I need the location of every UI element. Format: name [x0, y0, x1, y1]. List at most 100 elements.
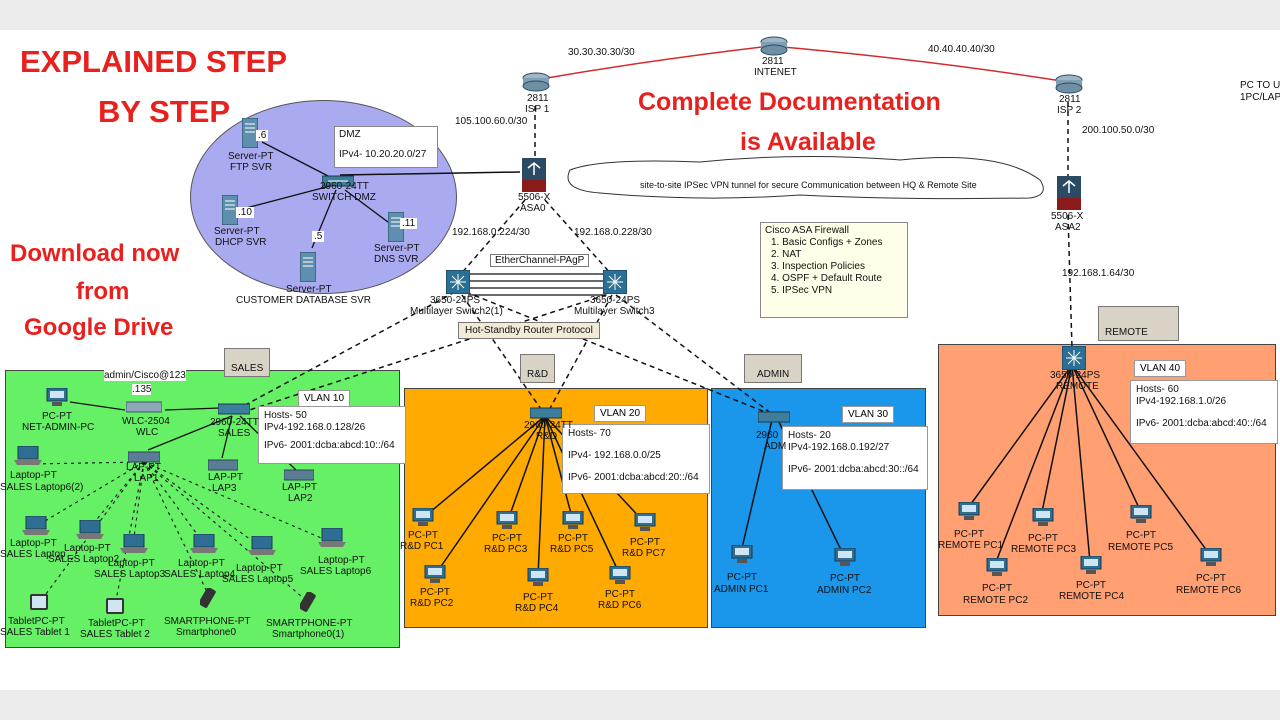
sales-laptop-icon[interactable]: [76, 519, 104, 545]
sales-laptop-sub: SALES Laptop2: [48, 554, 120, 565]
isp1-router-icon[interactable]: [522, 72, 550, 97]
db-name: Server-PT: [286, 284, 332, 295]
dmz-switch-sub: SWITCH DMZ: [312, 192, 376, 203]
remote-tag: REMOTE: [1098, 306, 1179, 341]
rd-pc-icon[interactable]: [496, 510, 518, 536]
link-asa2-remote: [1067, 214, 1073, 349]
remote-pc-name: PC-PT: [1076, 580, 1106, 591]
sales-smartphone-sub: Smartphone0: [176, 627, 237, 638]
vpn-tunnel-label: site-to-site IPSec VPN tunnel for secure…: [640, 180, 977, 190]
corner-line1: PC TO U: [1240, 80, 1280, 91]
sales-laptop-icon[interactable]: [190, 533, 218, 559]
sales-laptop-sub: SALES Laptop5: [222, 574, 294, 585]
remote-pc-icon[interactable]: [1032, 507, 1054, 533]
remote-pc-icon[interactable]: [1130, 504, 1152, 530]
remote-pc-name: PC-PT: [1196, 573, 1226, 584]
asa0-name: 5506-X: [518, 192, 551, 203]
admin-pc-sub: ADMIN PC2: [817, 585, 872, 596]
lap2-name: LAP-PT: [282, 482, 318, 493]
rd-pc-sub: R&D PC3: [484, 544, 528, 555]
ms1-name: 3650-24PS: [430, 295, 481, 306]
sales-tablet-icon[interactable]: [30, 594, 48, 615]
rd-pc-icon[interactable]: [424, 564, 446, 590]
sales-smartphone-icon[interactable]: [298, 591, 316, 621]
dns-ip: .11: [400, 218, 418, 229]
wlc-sub: WLC: [136, 427, 159, 438]
internet-router-icon[interactable]: [760, 36, 788, 61]
admin-switch-name: 2960: [756, 430, 779, 441]
dhcp-name: Server-PT: [214, 226, 260, 237]
sales-admin-note: admin/Cisco@123: [104, 370, 186, 381]
etherchannel-label: EtherChannel-PAgP: [490, 254, 590, 267]
ms2-sub: Multilayer Switch3: [574, 306, 655, 317]
rd-pc-icon[interactable]: [609, 565, 631, 591]
isp2-sub: ISP 2: [1057, 105, 1082, 116]
isp2-router-icon[interactable]: [1055, 74, 1083, 99]
sales-laptop-icon[interactable]: [318, 527, 346, 553]
rd-pc-icon[interactable]: [562, 510, 584, 536]
link-ms1-rd: [461, 294, 544, 413]
remote-pc-icon[interactable]: [1080, 555, 1102, 581]
rd-pc-icon[interactable]: [412, 507, 434, 533]
rd-pc-icon[interactable]: [634, 512, 656, 538]
sales-laptop-icon[interactable]: [22, 515, 50, 541]
sales-laptop-name: Laptop-PT: [64, 543, 111, 554]
rd-pc-sub: R&D PC7: [622, 548, 666, 559]
wlc-name: WLC-2504: [122, 416, 170, 427]
admin-pc-sub: ADMIN PC1: [714, 584, 769, 595]
rd-pc-sub: R&D PC6: [598, 600, 642, 611]
remote-pc-icon[interactable]: [1200, 547, 1222, 573]
remote-pc-icon[interactable]: [958, 501, 980, 527]
sales-laptop-icon[interactable]: [248, 535, 276, 561]
remote-pc-icon[interactable]: [986, 557, 1008, 583]
remote-pc-sub: REMOTE PC6: [1176, 585, 1242, 596]
sales-smartphone-sub: Smartphone0(1): [272, 629, 345, 640]
sales-laptop-icon[interactable]: [120, 533, 148, 559]
sales-tablet-icon[interactable]: [106, 598, 124, 619]
rd-vlan: VLAN 20: [594, 405, 647, 422]
remote-pc-sub: REMOTE PC4: [1059, 591, 1125, 602]
sales-laptop-name: Laptop-PT: [10, 538, 57, 549]
dmz-info-box: DMZ IPv4- 10.20.20.0/27: [334, 126, 438, 168]
rd-pc-sub: R&D PC5: [550, 544, 594, 555]
links-layer: [29, 45, 1211, 606]
sales-switch-sub: SALES: [218, 428, 251, 439]
internet-link-left: 30.30.30.30/30: [568, 47, 635, 58]
sales-laptop-icon[interactable]: [14, 445, 42, 471]
lap1-sub: LAP1: [134, 473, 159, 484]
remote-pc-name: PC-PT: [1126, 530, 1156, 541]
lap1-name: LAP-PT: [126, 462, 162, 473]
isp2-subnet: 200.100.50.0/30: [1082, 125, 1155, 136]
wireless-links: [29, 461, 327, 606]
sales-wlc-ip: .135: [132, 384, 152, 395]
admin-pc-icon[interactable]: [731, 544, 753, 570]
sales-laptop-sub: SALES Laptop6(2): [0, 482, 84, 493]
sales-vlan: VLAN 10: [298, 390, 351, 407]
dmz-tag: DMZ: [339, 129, 361, 140]
remote-pc-sub: REMOTE PC3: [1011, 544, 1077, 555]
rd-pc-icon[interactable]: [527, 567, 549, 593]
asa2-firewall-icon[interactable]: [1057, 176, 1081, 215]
db-sub: CUSTOMER DATABASE SVR: [236, 295, 372, 306]
sales-smartphone-icon[interactable]: [198, 587, 216, 617]
dns-sub: DNS SVR: [374, 254, 419, 265]
admin-switch-sub: ADM: [764, 441, 787, 452]
sales-tablet-sub: SALES Tablet 1: [0, 627, 70, 638]
admin-switch-icon[interactable]: [757, 410, 791, 429]
remote-vlan: VLAN 40: [1134, 360, 1187, 377]
link-ms1-admin: [465, 291, 771, 415]
db-server-icon[interactable]: [299, 251, 317, 287]
sales-ipv6: IPv6- 2001:dcba:abcd:10::/64: [264, 440, 395, 451]
asa-note-item-3: 3. Inspection Policies: [771, 261, 865, 272]
ms1-switch-icon[interactable]: [445, 269, 471, 299]
net-admin-pc-icon[interactable]: [46, 387, 68, 413]
sales-laptop-name: Laptop-PT: [178, 558, 225, 569]
internet-link-right: 40.40.40.40/30: [928, 44, 995, 55]
admin-pc-icon[interactable]: [834, 547, 856, 573]
asa0-firewall-icon[interactable]: [522, 158, 546, 197]
remote-pc-sub: REMOTE PC5: [1108, 542, 1174, 553]
remote-pc-name: PC-PT: [1028, 533, 1058, 544]
rd-pc-name: PC-PT: [558, 533, 588, 544]
core-link-right: 192.168.0.228/30: [574, 227, 652, 238]
ms1-sub: Multilayer Switch2(1): [410, 306, 503, 317]
